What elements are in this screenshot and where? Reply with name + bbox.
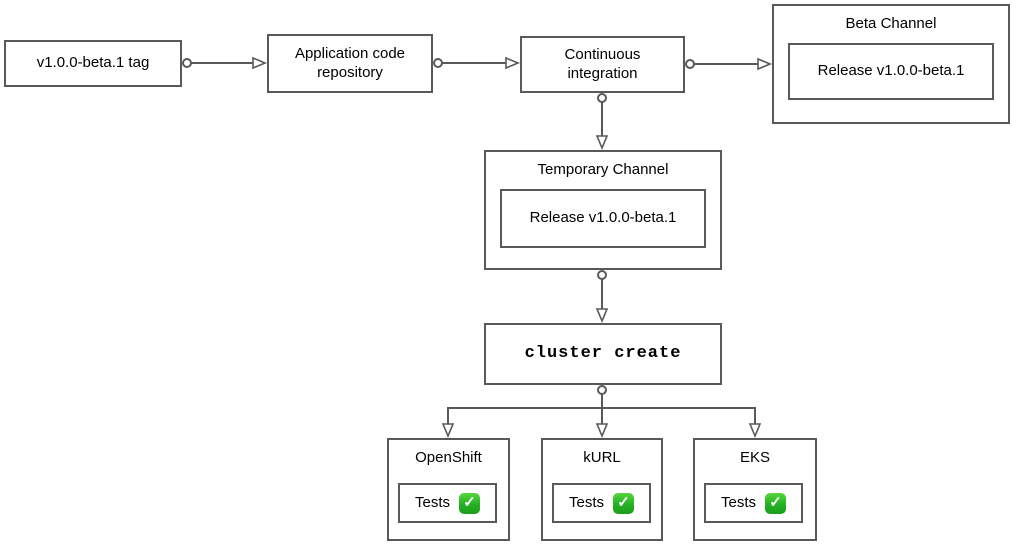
node-cluster-create: cluster create — [484, 323, 722, 385]
tests-label: Tests — [720, 493, 756, 511]
node-temporary-channel-title: Temporary Channel — [537, 161, 669, 178]
tests-label: Tests — [568, 493, 604, 511]
node-temp-release: Release v1.0.0-beta.1 — [500, 189, 706, 248]
node-cluster-create-label: cluster create — [524, 344, 682, 364]
node-beta-channel-title: Beta Channel — [845, 15, 937, 32]
node-beta-release: Release v1.0.0-beta.1 — [788, 43, 994, 100]
node-beta-release-label: Release v1.0.0-beta.1 — [817, 62, 965, 80]
node-tag-label: v1.0.0-beta.1 tag — [36, 54, 150, 72]
node-temp-release-label: Release v1.0.0-beta.1 — [529, 209, 677, 227]
check-icon: ✓ — [613, 492, 634, 514]
check-icon: ✓ — [765, 492, 786, 514]
node-kurl-tests: Tests ✓ — [552, 483, 651, 523]
node-app-repo: Application code repository — [267, 34, 433, 93]
check-icon: ✓ — [459, 492, 480, 514]
node-openshift-title: OpenShift — [415, 449, 482, 466]
tests-label: Tests — [414, 493, 450, 511]
node-ci-label: Continuous integration — [564, 45, 641, 82]
node-eks-tests: Tests ✓ — [704, 483, 803, 523]
node-kurl-title: kURL — [583, 449, 621, 466]
node-ci: Continuous integration — [520, 36, 685, 93]
node-app-repo-label: Application code repository — [294, 44, 406, 81]
node-tag: v1.0.0-beta.1 tag — [4, 40, 182, 87]
node-eks-title: EKS — [739, 449, 770, 466]
node-openshift-tests: Tests ✓ — [398, 483, 497, 523]
